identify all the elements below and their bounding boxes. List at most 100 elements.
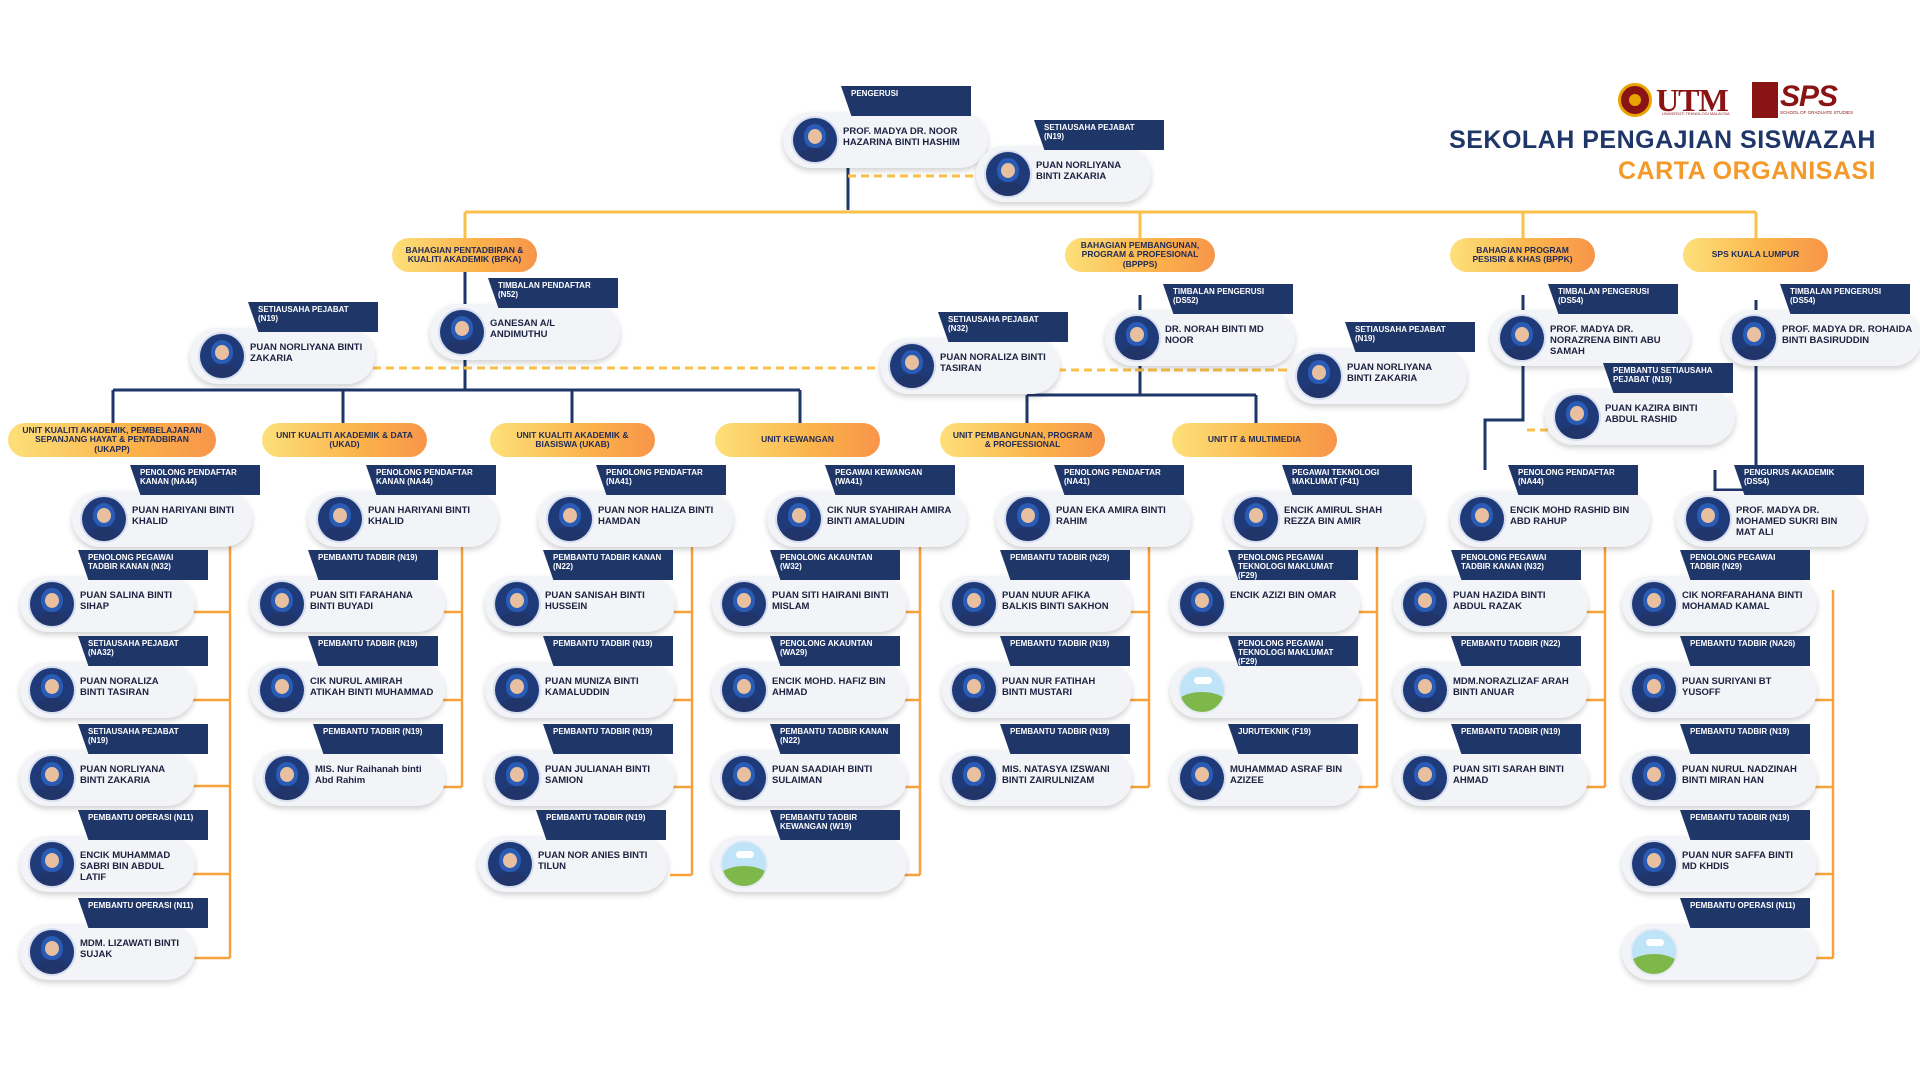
- unit-ukapp: UNIT KUALITI AKADEMIK, PEMBELAJARAN SEPA…: [8, 423, 216, 457]
- role-badge: SETIAUSAHA PEJABAT (N19): [1034, 120, 1164, 150]
- person-card: PEMBANTU TADBIR KANAN (N22)PUAN SANISAH …: [485, 550, 675, 634]
- role-badge: SETIAUSAHA PEJABAT (N19): [78, 724, 208, 754]
- role-badge: PEMBANTU TADBIR (N19): [1680, 810, 1810, 840]
- role-badge: PEMBANTU TADBIR (N19): [308, 636, 438, 666]
- avatar: [440, 310, 484, 354]
- avatar: [986, 152, 1030, 196]
- person-name: PUAN NORALIZA BINTI TASIRAN: [940, 352, 1046, 374]
- person-name: PROF. MADYA DR. NOOR HAZARINA BINTI HASH…: [843, 126, 960, 148]
- person-card: PEMBANTU TADBIR (N19)MIS. Nur Raihanah b…: [255, 724, 445, 808]
- avatar: [777, 497, 821, 541]
- person-card: PEMBANTU TADBIR (N19) PUAN NUR SAFFA BINT…: [1622, 810, 1817, 894]
- avatar: [488, 842, 532, 886]
- role-badge: SETIAUSAHA PEJABAT (N19): [1345, 322, 1475, 352]
- avatar: [1403, 756, 1447, 800]
- avatar: [30, 930, 74, 974]
- avatar: [1632, 842, 1676, 886]
- person-name: PUAN NORLIYANA BINTI ZAKARIA: [80, 764, 165, 786]
- person-card: TIMBALAN PENGERUSI (DS54)PROF. MADYA DR.…: [1722, 284, 1920, 368]
- avatar: [495, 756, 539, 800]
- role-badge: PEGAWAI TEKNOLOGI MAKLUMAT (F41): [1282, 465, 1412, 495]
- avatar: [1732, 316, 1776, 360]
- avatar: [318, 497, 362, 541]
- person-name: PUAN NUR SAFFA BINTI MD KHDIS: [1682, 850, 1794, 872]
- person-card: PEMBANTU TADBIR (N19)PUAN JULIANAH BINTI…: [485, 724, 675, 808]
- utm-seal-icon: [1618, 83, 1652, 117]
- role-badge: PEMBANTU TADBIR (N19): [1451, 724, 1581, 754]
- avatar: [265, 756, 309, 800]
- person-card: PENOLONG PENDAFTAR KANAN (NA44)PUAN HARI…: [72, 465, 260, 549]
- person-name: PUAN HARIYANI BINTI KHALID: [368, 505, 471, 527]
- role-badge: PEMBANTU TADBIR (N19): [1000, 636, 1130, 666]
- person-name: PUAN MUNIZA BINTI KAMALUDDIN: [545, 676, 639, 698]
- avatar: [1632, 668, 1676, 712]
- person-name: PUAN SITI HAIRANI BINTI MISLAM: [772, 590, 889, 612]
- role-badge: PEMBANTU TADBIR (N19): [308, 550, 438, 580]
- avatar: [1234, 497, 1278, 541]
- person-card: PENOLONG PEGAWAI TADBIR KANAN (N32) PUAN …: [20, 550, 208, 634]
- role-badge: PEMBANTU TADBIR (N19): [1680, 724, 1810, 754]
- person-card: PEMBANTU TADBIR (N19) PUAN NUR FATIHAH BI…: [942, 636, 1132, 720]
- person-card: PEMBANTU TADBIR KEWANGAN (W19): [712, 810, 907, 894]
- role-badge: PEMBANTU OPERASI (N11): [78, 898, 208, 928]
- role-badge: SETIAUSAHA PEJABAT (N32): [938, 312, 1068, 342]
- person-card: PEMBANTU TADBIR (N19) PUAN MUNIZA BINTI K…: [485, 636, 675, 720]
- role-badge: PEMBANTU TADBIR (N29): [1000, 550, 1130, 580]
- person-name: PUAN SITI FARAHANA BINTI BUYADI: [310, 590, 413, 612]
- unit-ukad: UNIT KUALITI AKADEMIK & DATA (UKAD): [262, 423, 427, 457]
- person-name: PUAN SAADIAH BINTI SULAIMAN: [772, 764, 873, 786]
- person-name: PUAN NUR FATIHAH BINTI MUSTARI: [1002, 676, 1096, 698]
- person-card: PENOLONG PEGAWAI TEKNOLOGI MAKLUMAT (F29…: [1170, 636, 1360, 720]
- person-name: PUAN NOR ANIES BINTI TILUN: [538, 850, 648, 872]
- role-badge: PEMBANTU TADBIR KANAN (N22): [770, 724, 900, 754]
- role-badge: TIMBALAN PENGERUSI (DS54): [1780, 284, 1910, 314]
- person-name: GANESAN A/L ANDIMUTHU: [490, 318, 555, 340]
- person-name: PUAN NORALIZA BINTI TASIRAN: [80, 676, 159, 698]
- person-card: SETIAUSAHA PEJABAT (N19)PUAN NORLIYANA B…: [190, 302, 378, 386]
- role-badge: PENOLONG PENDAFTAR KANAN (NA44): [366, 465, 496, 495]
- sps-logo: SPS SCHOOL OF GRADUATE STUDIES: [1752, 80, 1862, 118]
- role-badge: PENOLONG PEGAWAI TADBIR KANAN (N32): [1451, 550, 1581, 580]
- avatar: [1297, 354, 1341, 398]
- avatar: [1403, 582, 1447, 626]
- role-badge: TIMBALAN PENDAFTAR (N52): [488, 278, 618, 308]
- person-name: PUAN JULIANAH BINTI SAMION: [545, 764, 651, 786]
- person-name: ENCIK MUHAMMAD SABRI BIN ABDUL LATIF: [80, 850, 171, 883]
- role-badge: PENOLONG AKAUNTAN (WA29): [770, 636, 900, 666]
- avatar: [495, 582, 539, 626]
- role-badge: PEMBANTU TADBIR (N19): [543, 636, 673, 666]
- person-name: PUAN NORLIYANA BINTI ZAKARIA: [1347, 362, 1432, 384]
- avatar: [30, 842, 74, 886]
- person-card: SETIAUSAHA PEJABAT (NA32)PUAN NORALIZA B…: [20, 636, 208, 720]
- unit-upp: UNIT PEMBANGUNAN, PROGRAM & PROFESSIONAL: [940, 423, 1105, 457]
- person-card: JURUTEKNIK (F19)MUHAMMAD ASRAF BIN AZIZE…: [1170, 724, 1360, 808]
- person-card: PEMBANTU OPERASI (N11)ENCIK MUHAMMAD SAB…: [20, 810, 208, 894]
- placeholder-image-icon: [1632, 930, 1676, 974]
- person-card: PENOLONG PENDAFTAR (NA44)ENCIK MOHD RASH…: [1450, 465, 1650, 549]
- avatar: [1686, 497, 1730, 541]
- person-name: PUAN SALINA BINTI SIHAP: [80, 590, 173, 612]
- role-badge: PEMBANTU TADBIR (N19): [1000, 724, 1130, 754]
- avatar: [1555, 395, 1599, 439]
- sps-logo-text: SPS: [1780, 80, 1838, 113]
- avatar: [952, 668, 996, 712]
- role-badge: TIMBALAN PENGERUSI (DS54): [1548, 284, 1678, 314]
- person-name: ENCIK AMIRUL SHAH REZZA BIN AMIR: [1284, 505, 1383, 527]
- person-card: SETIAUSAHA PEJABAT (N19)PUAN NORLIYANA B…: [976, 120, 1164, 204]
- person-card: PEGAWAI TEKNOLOGI MAKLUMAT (F41) ENCIK AM…: [1224, 465, 1424, 549]
- unit-it-multimedia: UNIT IT & MULTIMEDIA: [1172, 423, 1337, 457]
- person-card: TIMBALAN PENGERUSI (DS52)DR. NORAH BINTI…: [1105, 284, 1295, 368]
- role-badge: PENOLONG PEGAWAI TADBIR KANAN (N32): [78, 550, 208, 580]
- role-badge: PENOLONG PENDAFTAR (NA41): [1054, 465, 1184, 495]
- avatar: [890, 344, 934, 388]
- placeholder-image-icon: [722, 842, 766, 886]
- person-card: PEMBANTU TADBIR (N22)MDM.NORAZLIZAF ARAH…: [1393, 636, 1588, 720]
- role-badge: PENOLONG PENDAFTAR (NA44): [1508, 465, 1638, 495]
- avatar: [548, 497, 592, 541]
- person-card: SETIAUSAHA PEJABAT (N19) PUAN NORLIYANA B…: [1287, 322, 1475, 406]
- person-card: PENOLONG AKAUNTAN (W32)PUAN SITI HAIRANI…: [712, 550, 907, 634]
- role-badge: PEMBANTU TADBIR (NA26): [1680, 636, 1810, 666]
- unit-bppk: BAHAGIAN PROGRAM PESISIR & KHAS (BPPK): [1450, 238, 1595, 272]
- role-badge: TIMBALAN PENGERUSI (DS52): [1163, 284, 1293, 314]
- person-name: MIS. NATASYA IZSWANI BINTI ZAIRULNIZAM: [1002, 764, 1110, 786]
